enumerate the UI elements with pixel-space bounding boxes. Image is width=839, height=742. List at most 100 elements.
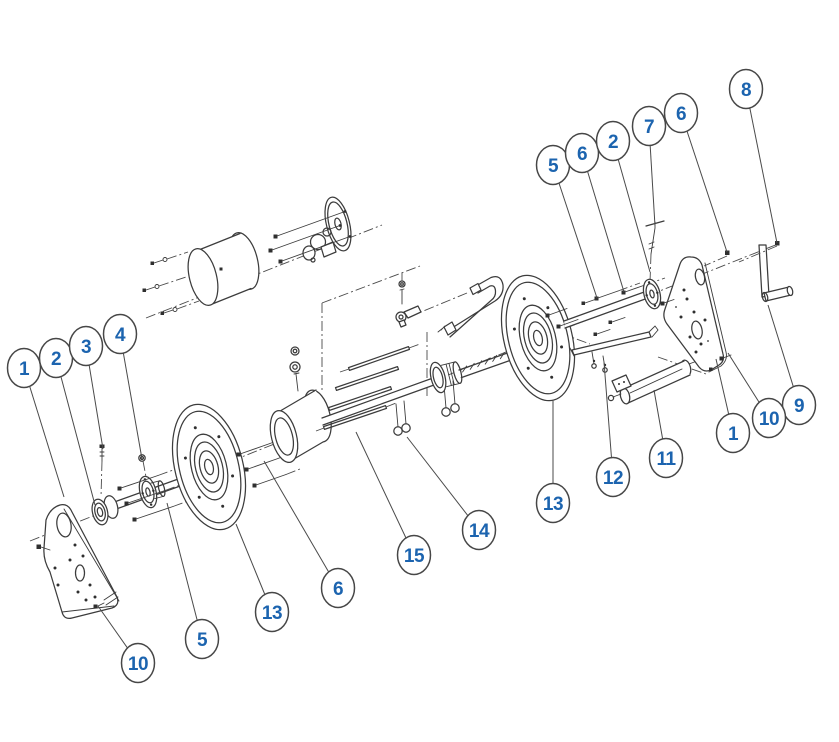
balloon-number: 5 — [548, 156, 559, 177]
balloon-circle — [595, 120, 631, 162]
axle-bolts-lower — [581, 298, 626, 336]
leader-line-15 — [355, 431, 415, 556]
callout-balloon-6: 6 — [564, 132, 600, 174]
balloon-circle — [6, 347, 42, 389]
leader-line-2 — [612, 140, 651, 273]
balloon-number: 11 — [656, 449, 676, 470]
balloon-circle — [461, 509, 497, 551]
balloon-circle — [535, 482, 571, 524]
leader-line-14 — [406, 436, 480, 531]
tension-pin — [645, 220, 665, 283]
balloon-number: 7 — [644, 117, 654, 138]
balloon-number: 9 — [794, 396, 804, 417]
flange-bearing-left — [138, 475, 166, 509]
wheel-right — [500, 274, 576, 402]
balloon-number: 10 — [759, 409, 779, 430]
wheel-bolts-left — [117, 468, 192, 522]
balloon-number: 3 — [81, 337, 91, 358]
balloon-number: 6 — [333, 579, 343, 600]
balloon-number: 13 — [262, 603, 282, 624]
balloon-circle — [631, 105, 667, 147]
balloon-circle — [102, 313, 138, 355]
callout-balloon-3: 3 — [68, 325, 104, 367]
balloon-number: 1 — [19, 359, 30, 380]
balloon-circle — [781, 384, 817, 426]
callout-balloon-11: 11 — [648, 437, 684, 479]
callout-balloon-2: 2 — [38, 337, 74, 379]
exploded-assembly-drawing — [29, 196, 794, 619]
balloon-circle — [648, 437, 684, 479]
callout-balloon-9: 9 — [781, 384, 817, 426]
motor-assembly — [142, 196, 352, 315]
balloon-number: 5 — [197, 630, 208, 651]
flange-bearing-right — [642, 278, 662, 310]
leader-line-5 — [552, 164, 598, 299]
callout-balloon-13: 13 — [254, 591, 290, 633]
balloon-number: 14 — [469, 521, 490, 542]
callout-balloon-5: 5 — [535, 144, 571, 186]
roller-assembly — [607, 356, 703, 405]
balloon-circle — [728, 68, 764, 110]
callout-balloon-6: 6 — [663, 92, 699, 134]
balloon-circle — [254, 591, 290, 633]
cable-bracket — [395, 273, 422, 328]
balloon-number: 8 — [741, 80, 751, 101]
balloon-number: 4 — [115, 325, 126, 346]
callout-balloon-6: 6 — [320, 567, 356, 609]
set-screw-part3 — [99, 444, 105, 498]
balloon-number: 12 — [603, 468, 623, 489]
balloon-number: 6 — [577, 144, 587, 165]
shaft-middle-section — [321, 377, 435, 426]
bearing-washer-stack — [91, 495, 119, 526]
shaft-right-section — [563, 290, 649, 329]
leader-line-1 — [23, 367, 65, 498]
leader-line-2 — [55, 357, 96, 506]
leader-line-6 — [263, 460, 339, 589]
callout-balloon-2: 2 — [595, 120, 631, 162]
leader-line-5 — [166, 502, 203, 640]
balloon-circle — [564, 132, 600, 174]
washer-pin-stack — [289, 346, 301, 392]
balloon-circle — [595, 456, 631, 498]
balloon-number: 10 — [128, 654, 148, 675]
callout-balloon-5: 5 — [184, 618, 220, 660]
wheel-left — [171, 403, 247, 531]
crank-handle — [758, 244, 794, 303]
callout-balloon-10: 10 — [751, 397, 787, 439]
leader-line-8 — [745, 88, 778, 244]
balloon-circle — [715, 412, 751, 454]
balloon-number: 1 — [728, 424, 739, 445]
left-side-plate — [36, 504, 120, 619]
leader-line-6 — [581, 152, 625, 293]
plate-edge-bolt — [660, 299, 675, 306]
balloon-circle — [751, 397, 787, 439]
callout-balloon-13: 13 — [535, 482, 571, 524]
callout-balloon-7: 7 — [631, 105, 667, 147]
balloon-circle — [663, 92, 699, 134]
balloon-number: 13 — [543, 494, 563, 515]
shaft-hub-collar — [429, 361, 463, 394]
balloon-circle — [120, 642, 156, 684]
balloon-circle — [396, 534, 432, 576]
callout-balloon-4: 4 — [102, 313, 138, 355]
balloon-circle — [320, 567, 356, 609]
knurled-shaft — [458, 350, 516, 379]
tie-bar — [569, 325, 659, 373]
balloon-number: 2 — [51, 349, 61, 370]
callout-balloon-1: 1 — [715, 412, 751, 454]
balloon-number: 2 — [608, 132, 618, 153]
balloon-number: 15 — [404, 546, 425, 567]
callout-balloon-12: 12 — [595, 456, 631, 498]
cover-screws — [142, 251, 200, 315]
callout-balloon-8: 8 — [728, 68, 764, 110]
handle-tube — [420, 276, 504, 338]
apex-bolts — [703, 241, 780, 267]
leader-line-4 — [119, 333, 143, 460]
plate-mount-bolt — [36, 544, 51, 551]
motor-screws — [268, 210, 352, 264]
callout-balloon-10: 10 — [120, 642, 156, 684]
balloon-circle — [184, 618, 220, 660]
bottom-corner-bolt — [93, 591, 119, 609]
